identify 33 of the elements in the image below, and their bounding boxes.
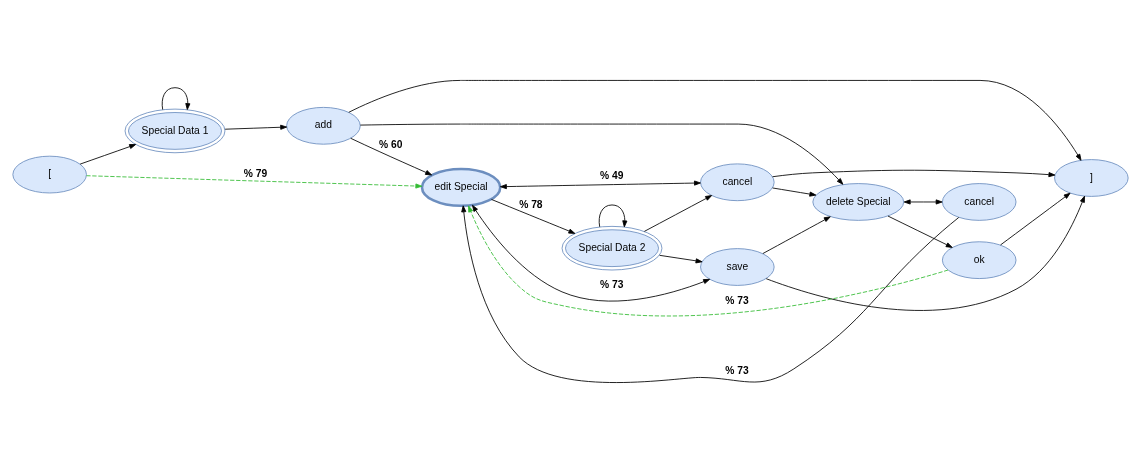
- arrow: [772, 169, 1056, 178]
- arrow: [765, 195, 1085, 311]
- edge-label: % 73: [725, 295, 749, 307]
- edge-label: % 73: [725, 364, 749, 376]
- arrow: [903, 199, 943, 205]
- node-ellipse: add: [286, 106, 361, 145]
- arrow: [598, 204, 628, 228]
- arrow: [359, 123, 844, 185]
- arrow: [887, 215, 953, 248]
- arrow: [461, 205, 960, 383]
- arrow: [1000, 192, 1071, 246]
- arrow: [643, 195, 713, 232]
- arrow: [762, 216, 831, 254]
- arrow: [772, 187, 817, 197]
- edge-label: % 60: [379, 138, 403, 150]
- node-ellipse: [: [12, 155, 87, 194]
- arrow: [472, 204, 711, 302]
- arrow: [659, 254, 703, 264]
- arrow: [224, 124, 288, 130]
- arrow: [500, 180, 701, 190]
- node-ellipse: cancel: [941, 183, 1017, 221]
- arrow: [79, 144, 137, 165]
- arrow: [161, 87, 191, 110]
- arrow: [348, 80, 1082, 161]
- edge-label: % 79: [243, 167, 268, 179]
- edge-label: % 73: [600, 279, 624, 291]
- node-ellipse: Special Data 1: [124, 108, 226, 154]
- edge-label: % 49: [600, 170, 624, 182]
- arrow: [491, 199, 576, 234]
- arrow: [86, 175, 423, 189]
- arrow: [468, 205, 949, 317]
- edge-label: % 78: [519, 199, 543, 211]
- arrow: [350, 137, 433, 176]
